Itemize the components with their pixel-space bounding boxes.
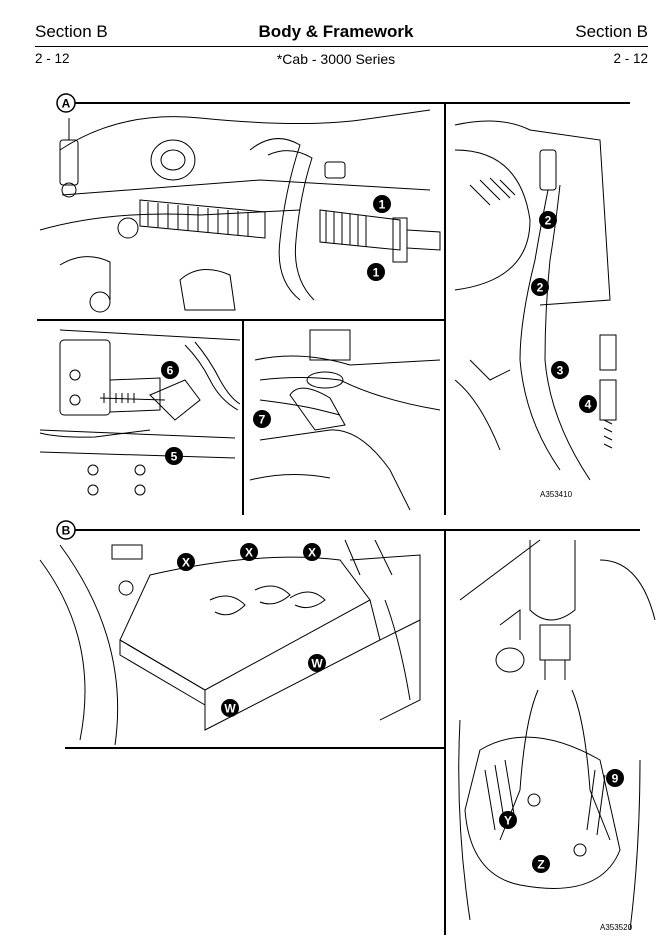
page-number-right: 2 - 12 (613, 51, 648, 66)
callout-1-upper: 1 (373, 195, 391, 213)
callout-9: 9 (606, 769, 624, 787)
svg-text:Z: Z (537, 858, 544, 872)
panel-a3-hoses (249, 329, 441, 511)
panel-b2-gear-lever: A353520 (458, 539, 656, 932)
callout-x-middle: X (240, 543, 258, 561)
svg-text:7: 7 (259, 413, 266, 427)
callout-z: Z (532, 855, 550, 873)
svg-text:3: 3 (557, 364, 564, 378)
svg-text:W: W (311, 657, 323, 671)
callout-1-lower: 1 (367, 263, 385, 281)
svg-text:2: 2 (537, 281, 544, 295)
figure-a-letter: A (56, 93, 76, 113)
svg-text:1: 1 (379, 198, 386, 212)
panel-a1-linkage (39, 109, 441, 313)
section-label-right: Section B (575, 22, 648, 41)
figure-a: A353410 (37, 102, 630, 515)
callout-x-left: X (177, 553, 195, 571)
svg-text:X: X (245, 546, 253, 560)
callout-x-right: X (303, 543, 321, 561)
callout-y: Y (499, 811, 517, 829)
page-title: Body & Framework (258, 22, 414, 41)
svg-text:W: W (224, 702, 236, 716)
callout-w-left: W (221, 699, 239, 717)
section-label-left: Section B (35, 22, 108, 41)
figure-b-reference: A353520 (600, 923, 633, 932)
svg-text:6: 6 (167, 364, 174, 378)
callout-4: 4 (579, 395, 597, 413)
page-header: Section B Body & Framework Section B 2 -… (0, 0, 672, 75)
svg-text:A: A (62, 97, 71, 111)
panel-b1-floor-panel (39, 539, 421, 746)
callout-7: 7 (253, 410, 271, 428)
figure-b-letter: B (56, 520, 76, 540)
svg-text:2: 2 (545, 214, 552, 228)
page-subtitle: *Cab - 3000 Series (276, 51, 396, 67)
figure-a-reference: A353410 (540, 490, 573, 499)
callout-2-lower: 2 (531, 278, 549, 296)
callout-w-right: W (308, 654, 326, 672)
callout-3: 3 (551, 361, 569, 379)
figure-b: A353520 (39, 529, 656, 935)
panel-a2-lever (39, 329, 241, 496)
svg-text:X: X (308, 546, 316, 560)
svg-text:X: X (182, 556, 190, 570)
callout-6: 6 (161, 361, 179, 379)
svg-text:4: 4 (585, 398, 592, 412)
svg-text:1: 1 (373, 266, 380, 280)
svg-text:B: B (62, 524, 71, 538)
header-rule (35, 46, 648, 47)
page-number-left: 2 - 12 (35, 51, 70, 66)
svg-text:5: 5 (171, 450, 178, 464)
panel-a4-right: A353410 (454, 120, 617, 499)
svg-text:9: 9 (612, 772, 619, 786)
svg-text:Y: Y (504, 814, 512, 828)
callout-2-upper: 2 (539, 211, 557, 229)
callout-5: 5 (165, 447, 183, 465)
